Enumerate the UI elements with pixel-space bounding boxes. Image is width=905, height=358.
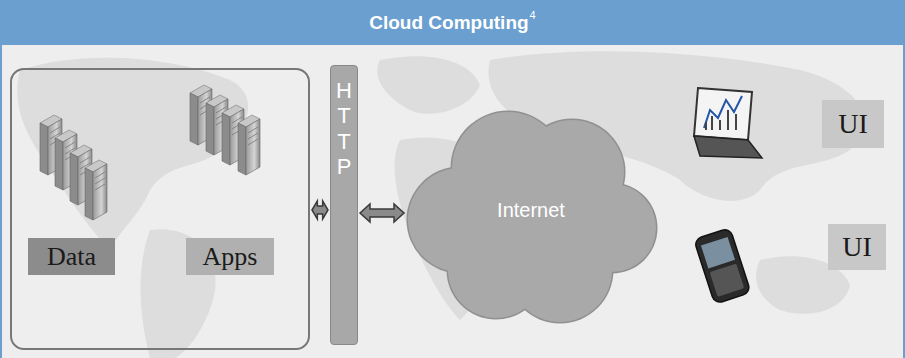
data-label-box: Data [28,238,115,275]
server-group-box: Data Apps [10,68,310,350]
double-arrow [312,201,328,219]
node-text: Apps [203,242,258,272]
internet-cloud: Internet [400,90,662,330]
diagram-title: Cloud Computing [369,12,528,34]
double-arrow [360,204,404,222]
title-bar: Cloud Computing 4 [0,0,905,45]
phone-icon [694,228,751,304]
node-text: H T T P [331,78,357,179]
apps-label-box: Apps [186,238,274,275]
node-text: UI [842,231,872,263]
node-text: UI [838,108,868,140]
laptop-icon [694,88,762,158]
node-text: Data [47,242,96,272]
world-map [17,51,863,358]
http-bar: H T T P [330,65,358,345]
ui-box: UI [828,224,886,270]
server-icons [40,85,260,220]
node-text: Internet [497,199,565,222]
ui-box: UI [822,100,884,148]
footnote-number: 4 [530,9,536,21]
